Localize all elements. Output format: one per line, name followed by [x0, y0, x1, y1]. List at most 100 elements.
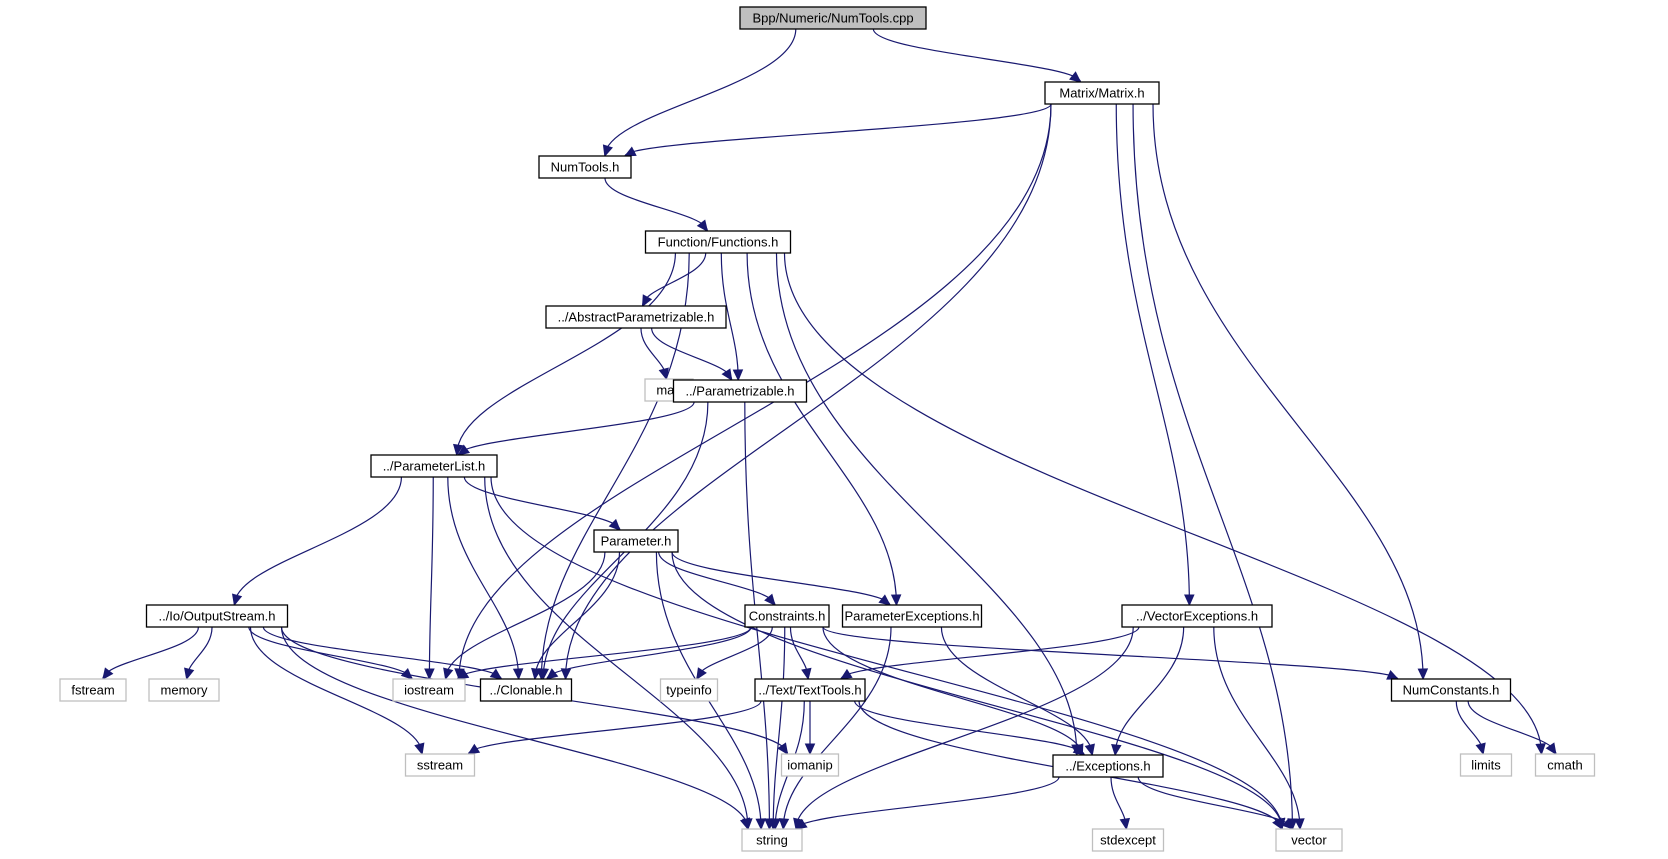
- node-numtools_h[interactable]: NumTools.h: [538, 155, 632, 179]
- node-box: [780, 753, 840, 777]
- edge-parameter_h-to-vector: [671, 551, 1283, 830]
- node-stdexcept: stdexcept: [1091, 828, 1165, 852]
- node-box: [538, 155, 632, 179]
- arrowhead-parameter_h-to-clonable_h: [531, 667, 542, 681]
- node-sstream: sstream: [404, 753, 476, 777]
- node-label: iostream: [404, 683, 454, 698]
- edge-numtools_h-to-functions_h: [604, 177, 708, 232]
- node-label: typeinfo: [666, 683, 712, 698]
- node-outputstream_h[interactable]: ../Io/OutputStream.h: [145, 604, 289, 628]
- node-box: [1044, 81, 1160, 105]
- edge-parameterexceptions_h-to-string: [782, 626, 892, 830]
- edge-outputstream_h-to-sstream: [249, 626, 423, 755]
- edge-constraints_h-to-clonable_h: [546, 626, 752, 680]
- edge-parametrizable_h-to-string: [744, 401, 771, 830]
- edge-functions_h-to-parameterexceptions_h: [746, 252, 898, 606]
- edge-parameterlist_h-to-string: [484, 476, 749, 830]
- arrowhead-numtools_h-to-functions_h: [696, 219, 709, 232]
- node-parameter_h[interactable]: Parameter.h: [593, 529, 679, 553]
- arrowhead-parameterexceptions_h-to-string: [778, 818, 790, 831]
- node-box: [593, 529, 679, 553]
- nodes-layer: Bpp/Numeric/NumTools.cppMatrix/Matrix.hN…: [59, 6, 1596, 852]
- arrowhead-outputstream_h-to-memory: [184, 667, 195, 681]
- node-box: [148, 678, 220, 702]
- edge-matrix_h-to-numtools_h: [624, 103, 1052, 157]
- node-label: ../Clonable.h: [490, 683, 563, 698]
- edge-exceptions_h-to-string: [795, 776, 1060, 830]
- node-parameterlist_h[interactable]: ../ParameterList.h: [370, 454, 498, 478]
- arrowhead-outputstream_h-to-string: [739, 817, 751, 831]
- node-box: [672, 379, 808, 403]
- node-parametrizable_h[interactable]: ../Parametrizable.h: [672, 379, 808, 403]
- edge-functions_h-to-parameterlist_h: [456, 252, 676, 456]
- node-exceptions_h[interactable]: ../Exceptions.h: [1052, 754, 1164, 778]
- arrowhead-texttools_h-to-iomanip: [804, 743, 816, 756]
- node-box: [545, 305, 727, 329]
- node-label: ../Exceptions.h: [1065, 759, 1150, 774]
- arrowhead-parameterlist_h-to-clonable_h: [512, 668, 524, 681]
- node-box: [1534, 753, 1596, 777]
- node-label: Function/Functions.h: [658, 235, 779, 250]
- arrowhead-functions_h-to-parameterlist_h: [453, 443, 464, 457]
- edge-vectorexceptions_h-to-exceptions_h: [1114, 626, 1185, 756]
- node-box: [1121, 604, 1273, 628]
- arrowhead-exceptions_h-to-string: [794, 818, 808, 830]
- edge-parameter_h-to-iostream: [444, 551, 606, 680]
- arrowhead-numtools_cpp-to-matrix_h: [1069, 71, 1082, 83]
- node-label: Parameter.h: [601, 534, 672, 549]
- arrowhead-texttools_h-to-string: [770, 818, 781, 831]
- arrowhead-parameterlist_h-to-parameter_h: [608, 518, 621, 531]
- node-vector: vector: [1275, 828, 1343, 852]
- edge-texttools_h-to-exceptions_h: [854, 700, 1085, 756]
- arrowhead-parametrizable_h-to-clonable_h: [538, 668, 549, 681]
- arrowhead-constraints_h-to-clonable_h: [545, 668, 559, 680]
- edge-matrix_h-to-vector: [1132, 103, 1294, 830]
- node-numtools_cpp[interactable]: Bpp/Numeric/NumTools.cpp: [739, 6, 927, 30]
- node-limits: limits: [1459, 753, 1513, 777]
- node-label: fstream: [71, 683, 114, 698]
- edge-parameter_h-to-clonable_h: [534, 551, 621, 680]
- arrowhead-numconstants_h-to-limits: [1475, 742, 1486, 756]
- arrowhead-parameter_h-to-iostream: [443, 667, 454, 681]
- arrowhead-matrix_h-to-numtools_h: [623, 146, 637, 157]
- arrowhead-parameterexceptions_h-to-exceptions_h: [1084, 743, 1095, 757]
- node-abstractparametrizable_h[interactable]: ../AbstractParametrizable.h: [545, 305, 727, 329]
- node-box: [644, 230, 792, 254]
- edge-vectorexceptions_h-to-texttools_h: [840, 626, 1140, 680]
- node-label: ../ParameterList.h: [383, 459, 486, 474]
- node-box: [370, 454, 498, 478]
- edge-constraints_h-to-string: [772, 626, 786, 830]
- node-box: [739, 6, 927, 30]
- node-label: Bpp/Numeric/NumTools.cpp: [752, 11, 913, 26]
- node-functions_h[interactable]: Function/Functions.h: [644, 230, 792, 254]
- node-label: ../VectorExceptions.h: [1136, 609, 1258, 624]
- node-vectorexceptions_h[interactable]: ../VectorExceptions.h: [1121, 604, 1273, 628]
- edge-parameterlist_h-to-iostream: [428, 476, 434, 680]
- node-label: vector: [1291, 833, 1327, 848]
- node-clonable_h[interactable]: ../Clonable.h: [479, 678, 573, 702]
- node-iomanip: iomanip: [780, 753, 840, 777]
- node-constraints_h[interactable]: Constraints.h: [744, 604, 830, 628]
- edge-texttools_h-to-sstream: [467, 700, 762, 755]
- arrowhead-texttools_h-to-exceptions_h: [1072, 744, 1086, 756]
- arrowhead-constraints_h-to-iostream: [456, 668, 470, 680]
- node-label: ../Io/OutputStream.h: [158, 609, 275, 624]
- arrowhead-exceptions_h-to-vector: [1281, 817, 1294, 830]
- arrowhead-matrix_h-to-numconstants_h: [1417, 668, 1429, 681]
- edge-outputstream_h-to-clonable_h: [262, 626, 502, 680]
- node-numconstants_h[interactable]: NumConstants.h: [1390, 678, 1512, 702]
- node-box: [479, 678, 573, 702]
- node-box: [404, 753, 476, 777]
- edge-functions_h-to-abstractparametrizable_h: [641, 252, 707, 307]
- node-texttools_h[interactable]: ../Text/TextTools.h: [754, 678, 866, 702]
- node-parameterexceptions_h[interactable]: ParameterExceptions.h: [841, 604, 983, 628]
- node-box: [1052, 754, 1164, 778]
- edge-constraints_h-to-iostream: [457, 626, 752, 680]
- node-label: ../AbstractParametrizable.h: [558, 310, 715, 325]
- arrowhead-vectorexceptions_h-to-texttools_h: [839, 668, 853, 680]
- arrowhead-constraints_h-to-numconstants_h: [1386, 669, 1399, 680]
- node-memory: memory: [148, 678, 220, 702]
- node-matrix_h[interactable]: Matrix/Matrix.h: [1044, 81, 1160, 105]
- arrowhead-outputstream_h-to-sstream: [414, 742, 425, 756]
- arrowhead-parametrizable_h-to-parameterlist_h: [457, 444, 471, 456]
